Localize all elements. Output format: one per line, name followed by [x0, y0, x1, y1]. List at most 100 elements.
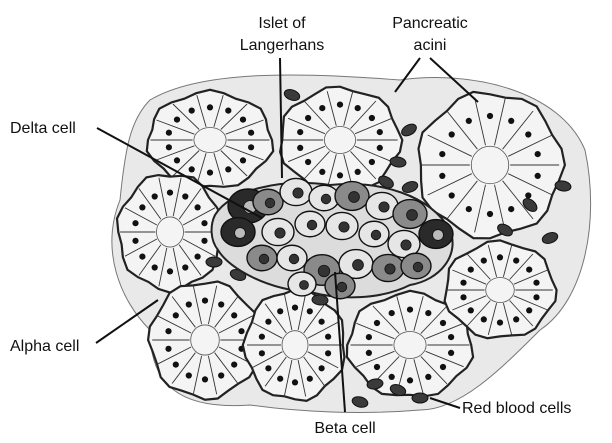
islet-label-line1: Islet of: [258, 15, 306, 32]
nucleus: [319, 105, 325, 111]
nucleus: [305, 159, 311, 165]
nucleus: [468, 307, 474, 313]
beta-cell-label: Beta cell: [314, 420, 375, 437]
nucleus: [325, 350, 331, 356]
nucleus: [533, 280, 539, 286]
nucleus: [207, 104, 213, 110]
nucleus: [307, 376, 313, 382]
nucleus: [277, 376, 283, 382]
nucleus: [277, 308, 283, 314]
nucleus: [440, 364, 446, 370]
nucleus: [259, 350, 265, 356]
nucleus: [166, 144, 172, 150]
nucleus: [369, 115, 375, 121]
nucleus: [139, 204, 145, 210]
nucleus: [202, 298, 208, 304]
nucleus: [189, 166, 195, 172]
nucleus: [195, 204, 201, 210]
nucleus: [487, 211, 493, 217]
nucleus: [497, 320, 503, 326]
nucleus: [481, 316, 487, 322]
nucleus: [167, 268, 173, 274]
alpha-cell: [295, 211, 325, 237]
nucleus: [201, 220, 207, 226]
beta-cell: [372, 254, 404, 281]
nucleus: [355, 105, 361, 111]
nucleus: [389, 310, 395, 316]
nucleus: [240, 157, 246, 163]
nucleus: [225, 108, 231, 114]
nucleus: [132, 220, 138, 226]
nucleus: [152, 193, 158, 199]
nucleus: [231, 312, 237, 318]
nucleus: [439, 173, 445, 179]
nucleus: [374, 364, 380, 370]
nucleus: [355, 169, 361, 175]
nucleus: [201, 238, 207, 244]
nucleus: [248, 144, 254, 150]
red-blood-cell: [412, 393, 428, 403]
nucleus: [248, 130, 254, 136]
nucleus: [337, 102, 343, 108]
red-blood-cell: [206, 257, 222, 267]
beta-cell: [401, 253, 431, 279]
nucleus: [425, 374, 431, 380]
nucleus: [238, 328, 244, 334]
nucleus: [259, 334, 265, 340]
nucleus: [508, 206, 514, 212]
nucleus: [195, 254, 201, 260]
acini-label-line1: Pancreatic: [392, 15, 468, 32]
nucleus: [497, 254, 503, 260]
nucleus: [218, 372, 224, 378]
nucleus: [167, 190, 173, 196]
nucleus: [297, 145, 303, 151]
nucleus: [337, 172, 343, 178]
nucleus: [297, 129, 303, 135]
nucleus: [166, 130, 172, 136]
acinus: [117, 175, 223, 293]
nucleus: [207, 170, 213, 176]
nucleus: [325, 334, 331, 340]
nucleus: [487, 113, 493, 119]
acinus: [147, 90, 273, 187]
nucleus: [231, 362, 237, 368]
nucleus: [186, 301, 192, 307]
nucleus: [525, 131, 531, 137]
nucleus: [535, 151, 541, 157]
delta-cell-label: Delta cell: [10, 120, 76, 137]
nucleus: [466, 206, 472, 212]
nucleus: [468, 267, 474, 273]
beta-cell: [393, 200, 427, 229]
beta-cell: [247, 245, 277, 271]
nucleus: [202, 376, 208, 382]
nucleus: [225, 166, 231, 172]
alpha-cell: [326, 212, 358, 239]
nucleus: [292, 379, 298, 385]
beta-cell: [335, 182, 369, 211]
nucleus: [526, 307, 532, 313]
nucleus: [174, 157, 180, 163]
nucleus: [525, 192, 531, 198]
nucleus: [377, 145, 383, 151]
nucleus: [369, 159, 375, 165]
delta-cell: [221, 218, 255, 247]
acini-label-line2: acini: [414, 37, 447, 54]
nucleus: [533, 294, 539, 300]
nucleus: [173, 362, 179, 368]
nucleus: [481, 258, 487, 264]
nucleus: [319, 319, 325, 325]
nucleus: [292, 305, 298, 311]
nucleus: [366, 334, 372, 340]
nucleus: [425, 310, 431, 316]
nucleus: [526, 267, 532, 273]
alpha-cell: [262, 218, 294, 245]
nucleus: [139, 254, 145, 260]
nucleus: [366, 350, 372, 356]
nucleus: [174, 117, 180, 123]
nucleus: [513, 316, 519, 322]
nucleus: [513, 258, 519, 264]
nucleus: [508, 118, 514, 124]
nucleus: [152, 264, 158, 270]
nucleus: [182, 264, 188, 270]
